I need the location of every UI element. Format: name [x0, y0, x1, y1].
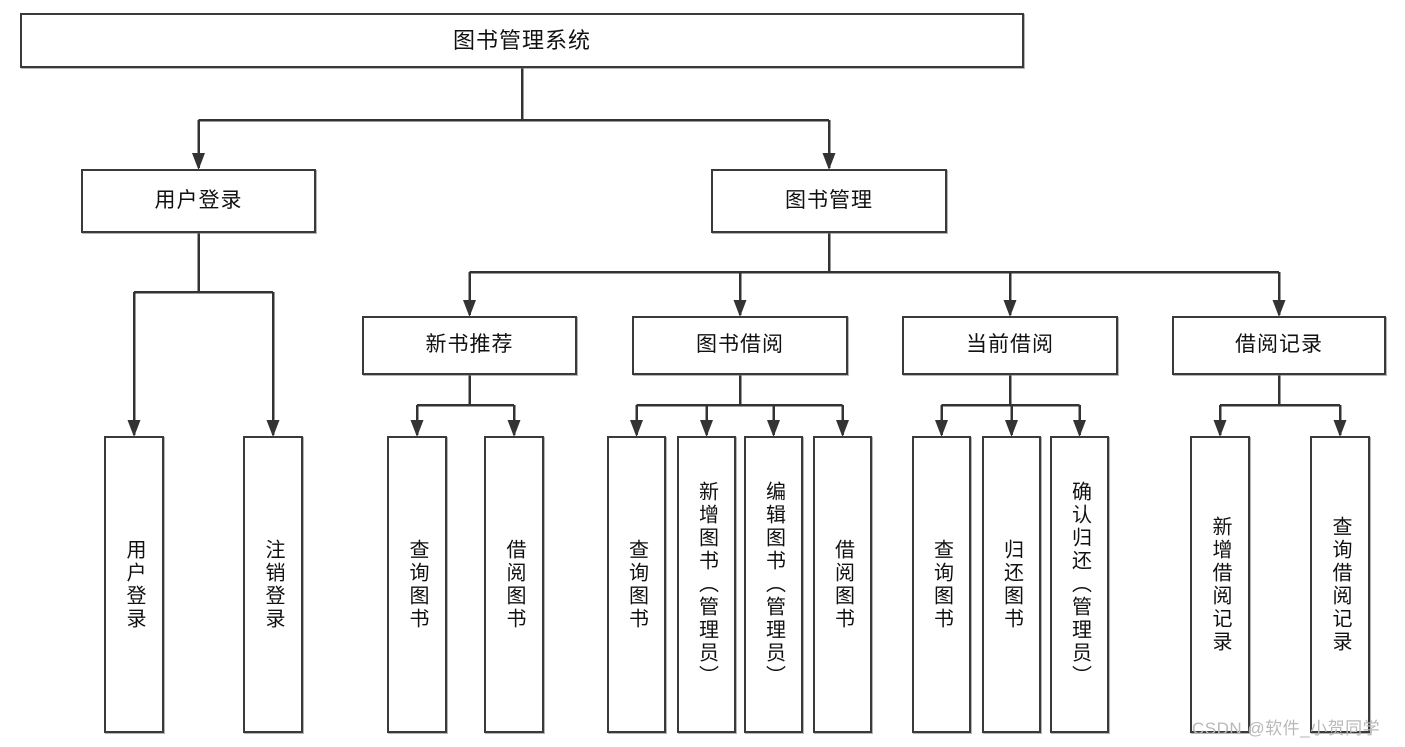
watermark-text: CSDN @软件_小贺同学	[1192, 719, 1381, 738]
edge-arrowhead	[1333, 420, 1347, 437]
node-newbook[interactable]: 新书推荐	[362, 316, 577, 375]
edge-arrowhead	[463, 300, 476, 317]
edge-arrowhead	[700, 420, 713, 437]
node-label: 编辑图书（管理员）	[762, 481, 785, 688]
node-label: 确认归还（管理员）	[1068, 481, 1091, 688]
edge-arrowhead	[935, 420, 948, 437]
node-label: 注销登录	[262, 538, 284, 631]
edge-arrowhead	[192, 153, 205, 170]
node-leaf-edit-book[interactable]: 编辑图书（管理员）	[744, 436, 803, 733]
edge-arrowhead	[410, 420, 424, 437]
node-leaf-query-book-1[interactable]: 查询图书	[387, 436, 447, 733]
node-root[interactable]: 图书管理系统	[20, 13, 1024, 68]
node-label: 借阅记录	[1235, 333, 1323, 357]
edge-arrowhead	[836, 420, 849, 437]
node-label: 新增借阅记录	[1209, 515, 1231, 654]
node-leaf-user-logout[interactable]: 注销登录	[243, 436, 303, 733]
edge-arrowhead	[1003, 300, 1017, 317]
node-borrow[interactable]: 图书借阅	[632, 316, 848, 375]
node-label: 借阅图书	[831, 538, 854, 631]
edge-arrowhead	[1272, 300, 1286, 317]
node-label: 查询图书	[930, 538, 953, 631]
edge-arrowhead	[127, 420, 141, 437]
node-leaf-query-book-3[interactable]: 查询图书	[912, 436, 971, 733]
node-label: 查询图书	[406, 538, 428, 631]
node-leaf-borrow-book-1[interactable]: 借阅图书	[484, 436, 544, 733]
node-leaf-user-login[interactable]: 用户登录	[104, 436, 164, 733]
node-leaf-confirm-return[interactable]: 确认归还（管理员）	[1050, 436, 1109, 733]
node-label: 图书管理	[785, 188, 873, 212]
node-leaf-query-record[interactable]: 查询借阅记录	[1310, 436, 1370, 733]
node-label: 归还图书	[1000, 538, 1023, 631]
node-label: 新增图书（管理员）	[695, 481, 718, 688]
edge-arrowhead	[1005, 420, 1018, 437]
edge-arrowhead	[822, 153, 836, 170]
node-label: 查询借阅记录	[1329, 515, 1351, 654]
edge-arrowhead	[733, 300, 747, 317]
node-bookmgmt[interactable]: 图书管理	[711, 169, 947, 233]
edge-arrowhead	[1213, 420, 1227, 437]
edge-arrowhead	[266, 420, 280, 437]
edge-arrowhead	[1073, 420, 1086, 437]
node-leaf-query-book-2[interactable]: 查询图书	[607, 436, 666, 733]
node-label: 新书推荐	[425, 333, 514, 357]
node-login[interactable]: 用户登录	[81, 169, 316, 233]
node-label: 用户登录	[123, 538, 145, 631]
edge-arrowhead	[507, 420, 521, 437]
node-label: 图书管理系统	[452, 27, 591, 53]
node-label: 当前借阅	[966, 333, 1054, 357]
node-leaf-return-book[interactable]: 归还图书	[982, 436, 1041, 733]
node-label: 查询图书	[625, 538, 648, 631]
node-label: 图书借阅	[696, 333, 784, 357]
node-leaf-borrow-book-2[interactable]: 借阅图书	[813, 436, 872, 733]
node-label: 借阅图书	[503, 538, 525, 631]
edge-arrowhead	[767, 420, 780, 437]
node-label: 用户登录	[154, 188, 243, 212]
edge-arrowhead	[630, 420, 643, 437]
node-current[interactable]: 当前借阅	[902, 316, 1118, 375]
node-leaf-add-record[interactable]: 新增借阅记录	[1190, 436, 1250, 733]
node-records[interactable]: 借阅记录	[1172, 316, 1386, 375]
node-leaf-add-book[interactable]: 新增图书（管理员）	[677, 436, 736, 733]
